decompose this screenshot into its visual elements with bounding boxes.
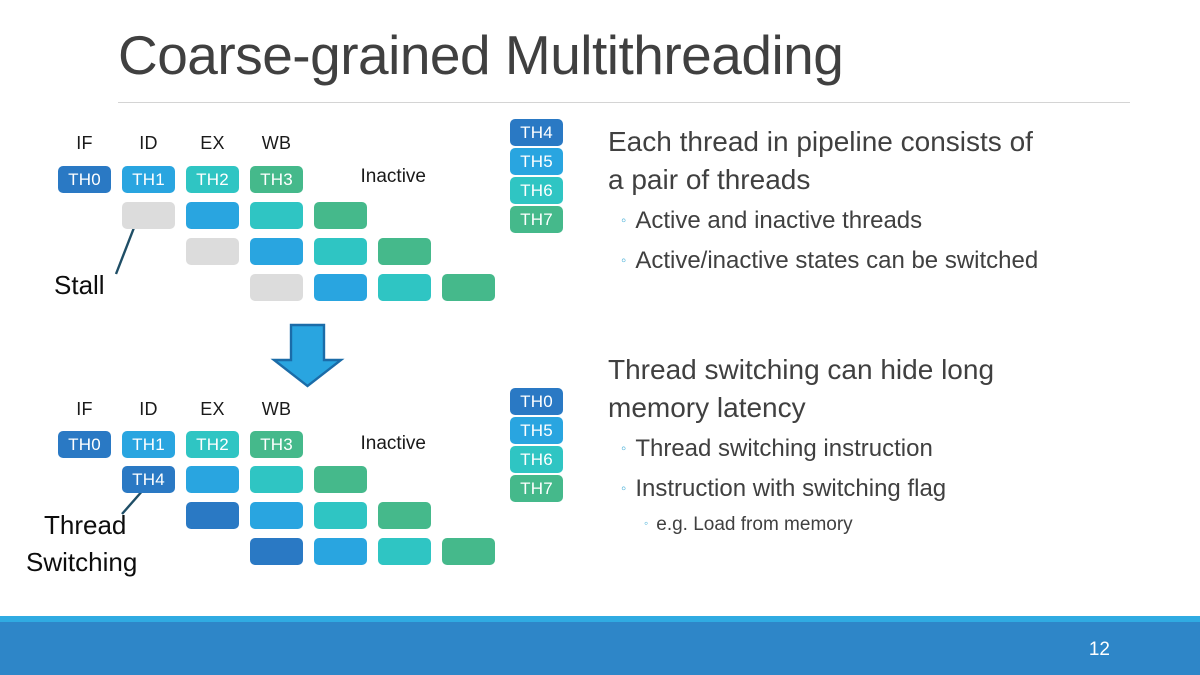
bullet-item: ◦ Active and inactive threads [621,205,922,237]
inactive-thread-box: TH6 [510,446,563,473]
pipeline-cell [442,538,495,565]
pipeline-cell [186,502,239,529]
pipeline-cell [378,274,431,301]
title-divider [118,102,1130,103]
pipeline-cell-stall [122,202,175,229]
body-heading-line1: Thread switching can hide long [608,354,995,385]
pipeline-cell: TH2 [186,431,239,458]
pipeline-cell [250,538,303,565]
sub-bullet-item: ◦ e.g. Load from memory [644,512,853,537]
pipeline-cell [186,466,239,493]
pipeline-cell [314,538,367,565]
inactive-thread-box: TH7 [510,475,563,502]
pipeline-cell [250,238,303,265]
pipeline-cell [314,202,367,229]
inactive-label-top: Inactive [360,166,426,187]
bullet-marker-icon: ◦ [621,480,627,497]
body-heading-line2: a pair of threads [608,164,811,195]
stage-header-wb: WB [261,399,292,419]
pipeline-cell [378,538,431,565]
body-heading-line2: memory latency [608,392,806,423]
down-arrow-icon [270,323,345,388]
pipeline-cell: TH3 [250,431,303,458]
stage-header-id: ID [139,133,158,153]
bullet-item: ◦ Active/inactive states can be switched [621,245,1038,277]
footer-band: 12 [0,622,1200,675]
pipeline-cell: TH0 [58,166,111,193]
inactive-thread-box: TH0 [510,388,563,415]
footer-accent-strip [0,616,1200,622]
pipeline-cell [314,238,367,265]
inactive-thread-box: TH7 [510,206,563,233]
pipeline-cell: TH3 [250,166,303,193]
sub-bullet-text: e.g. Load from memory [656,514,853,535]
pipeline-cell [250,466,303,493]
pipeline-cell [378,502,431,529]
bullet-text: Active/inactive states can be switched [635,247,1039,274]
thread-switching-label-line1: Thread [44,510,127,540]
pipeline-cell [442,274,495,301]
bullet-item: ◦ Thread switching instruction [621,433,933,465]
inactive-thread-box: TH6 [510,177,563,204]
thread-switching-label-line2: Switching [26,547,138,577]
bullet-marker-icon: ◦ [644,516,649,530]
pipeline-cell [314,466,367,493]
bullet-text: Instruction with switching flag [635,475,947,502]
pipeline-cell [250,502,303,529]
bullet-marker-icon: ◦ [621,212,627,229]
inactive-thread-box: TH5 [510,417,563,444]
stage-header-if: IF [76,399,93,419]
inactive-label-bottom: Inactive [360,433,426,454]
bullet-text: Thread switching instruction [635,435,933,462]
body-heading-line1: Each thread in pipeline consists of [608,126,1033,157]
pipeline-cell [314,502,367,529]
pipeline-cell-stall [186,238,239,265]
bullet-marker-icon: ◦ [621,252,627,269]
stage-header-ex: EX [200,133,225,153]
inactive-thread-box: TH4 [510,119,563,146]
bullet-item: ◦ Instruction with switching flag [621,473,946,505]
pipeline-cell: TH1 [122,166,175,193]
pipeline-cell: TH0 [58,431,111,458]
stage-header-if: IF [76,133,93,153]
pipeline-cell [186,202,239,229]
pipeline-cell-switched: TH4 [122,466,175,493]
pipeline-cell: TH1 [122,431,175,458]
stage-header-id: ID [139,399,158,419]
bullet-text: Active and inactive threads [635,207,923,234]
pipeline-cell: TH2 [186,166,239,193]
stall-label: Stall [54,270,105,300]
stage-header-wb: WB [261,133,292,153]
stage-header-ex: EX [200,399,225,419]
page-number: 12 [1088,639,1110,660]
pipeline-cell [314,274,367,301]
pipeline-cell-stall [250,274,303,301]
inactive-thread-box: TH5 [510,148,563,175]
page-title: Coarse-grained Multithreading [118,24,844,86]
pipeline-cell [250,202,303,229]
pipeline-cell [378,238,431,265]
bullet-marker-icon: ◦ [621,440,627,457]
